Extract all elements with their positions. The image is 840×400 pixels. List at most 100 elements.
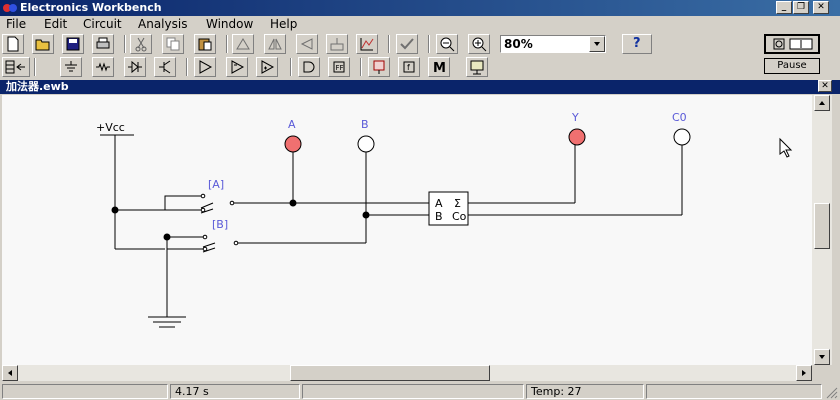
arrow-right-icon — [802, 370, 806, 376]
switch-a-key-label: [A] — [208, 178, 224, 191]
minimize-button[interactable]: _ — [776, 1, 792, 14]
help-button[interactable]: ? — [622, 34, 652, 54]
copy-button[interactable] — [162, 34, 184, 54]
menu-circuit[interactable]: Circuit — [83, 17, 122, 31]
menu-file[interactable]: File — [6, 17, 27, 31]
digital-ic-icon — [261, 60, 275, 74]
flip-vertical-icon — [300, 38, 313, 50]
restore-button[interactable]: ❐ — [793, 1, 809, 14]
indicator-icon — [373, 60, 385, 74]
component-properties-button[interactable] — [326, 34, 348, 54]
adder-pin-b: B — [435, 210, 443, 223]
adder-pin-a: A — [435, 197, 443, 210]
open-file-button[interactable] — [32, 34, 54, 54]
instrument-icon — [470, 60, 484, 75]
scissors-icon — [135, 37, 147, 52]
window-title: Electronics Workbench — [20, 1, 162, 14]
adder-pin-sum: Σ — [454, 197, 461, 210]
mouse-cursor-icon — [779, 137, 793, 158]
zoom-in-button[interactable] — [468, 34, 490, 54]
sources-bin-button[interactable] — [60, 57, 82, 77]
digital-ics-bin-button[interactable] — [256, 57, 278, 77]
svg-text:FF: FF — [336, 64, 344, 72]
resistor-icon — [96, 62, 110, 72]
probe-a — [284, 135, 302, 153]
status-temperature: Temp: 27 — [526, 384, 644, 399]
graph-icon — [360, 38, 374, 51]
arrow-up-icon — [819, 101, 825, 105]
logic-gates-bin-button[interactable] — [298, 57, 320, 77]
new-file-icon — [7, 36, 19, 52]
arrow-left-icon — [8, 370, 12, 376]
power-switch[interactable] — [764, 34, 820, 54]
control-icon: f — [403, 61, 415, 73]
flip-horizontal-icon — [268, 38, 282, 50]
vertical-scroll-thumb[interactable] — [814, 203, 830, 249]
flip-vertical-button[interactable] — [296, 34, 318, 54]
menu-window[interactable]: Window — [206, 17, 254, 31]
transistors-bin-button[interactable] — [154, 57, 176, 77]
power-switch-icon — [773, 38, 813, 50]
resize-grip-icon[interactable] — [824, 385, 838, 399]
circuit-canvas[interactable]: +Vcc A B Y C0 [A] [B] A B Σ Co — [2, 95, 812, 365]
diodes-bin-button[interactable] — [124, 57, 146, 77]
scroll-left-button[interactable] — [2, 365, 18, 381]
adder-pin-carry: Co — [452, 210, 467, 223]
scroll-right-button[interactable] — [796, 365, 812, 381]
parts-bin-toggle-button[interactable] — [2, 57, 30, 77]
menu-bar: File Edit Circuit Analysis Window Help — [0, 16, 840, 32]
graph-button[interactable] — [356, 34, 378, 54]
rotate-button[interactable] — [232, 34, 254, 54]
new-file-button[interactable] — [2, 34, 24, 54]
rotate-icon — [236, 38, 250, 50]
parts-toolbar: FF f M — [0, 56, 760, 78]
floppy-disk-icon — [66, 37, 80, 51]
paste-button[interactable] — [194, 34, 216, 54]
instruments-bin-button[interactable] — [466, 57, 488, 77]
menu-analysis[interactable]: Analysis — [138, 17, 188, 31]
mixed-ics-bin-button[interactable] — [226, 57, 248, 77]
svg-text:M: M — [433, 61, 446, 75]
zoom-out-button[interactable] — [436, 34, 458, 54]
scroll-down-button[interactable] — [814, 349, 830, 365]
half-adder — [428, 191, 469, 226]
menu-help[interactable]: Help — [270, 17, 298, 31]
miscellaneous-bin-button[interactable]: M — [428, 57, 450, 77]
scroll-up-button[interactable] — [814, 95, 830, 111]
clipboard-icon — [198, 38, 212, 51]
switch-b-key-label: [B] — [212, 218, 228, 231]
save-button[interactable] — [62, 34, 84, 54]
zoom-dropdown-button[interactable] — [589, 36, 605, 52]
print-button[interactable] — [92, 34, 114, 54]
vertical-scrollbar[interactable] — [812, 95, 832, 365]
circuit-schematic: +Vcc A B Y C0 [A] [B] A B Σ Co — [96, 111, 793, 328]
probe-y — [568, 128, 586, 146]
status-time: 4.17 s — [170, 384, 300, 399]
controls-bin-button[interactable]: f — [398, 57, 420, 77]
chevron-down-icon — [594, 42, 600, 46]
cut-button[interactable] — [130, 34, 152, 54]
diode-icon — [128, 60, 142, 74]
basic-bin-button[interactable] — [92, 57, 114, 77]
indicators-bin-button[interactable] — [368, 57, 390, 77]
zoom-select[interactable]: 80% — [500, 35, 606, 53]
flip-horizontal-button[interactable] — [264, 34, 286, 54]
analog-ics-bin-button[interactable] — [194, 57, 216, 77]
transistor-icon — [159, 60, 171, 74]
close-button[interactable]: ✕ — [813, 1, 829, 14]
horizontal-scroll-thumb[interactable] — [290, 365, 490, 381]
menu-edit[interactable]: Edit — [44, 17, 68, 31]
horizontal-scrollbar[interactable] — [2, 365, 812, 381]
probe-b — [357, 135, 375, 153]
input-a-label: A — [288, 118, 296, 131]
create-subcircuit-button[interactable] — [396, 34, 418, 54]
arrow-down-icon — [819, 355, 825, 359]
digital-bin-button[interactable]: FF — [328, 57, 350, 77]
document-close-button[interactable]: ✕ — [818, 80, 832, 92]
flip-flop-icon: FF — [333, 61, 345, 73]
status-extra — [646, 384, 822, 399]
pause-button[interactable]: Pause — [764, 58, 820, 74]
help-icon: ? — [633, 36, 641, 51]
probe-c0 — [673, 128, 691, 146]
status-info — [302, 384, 524, 399]
